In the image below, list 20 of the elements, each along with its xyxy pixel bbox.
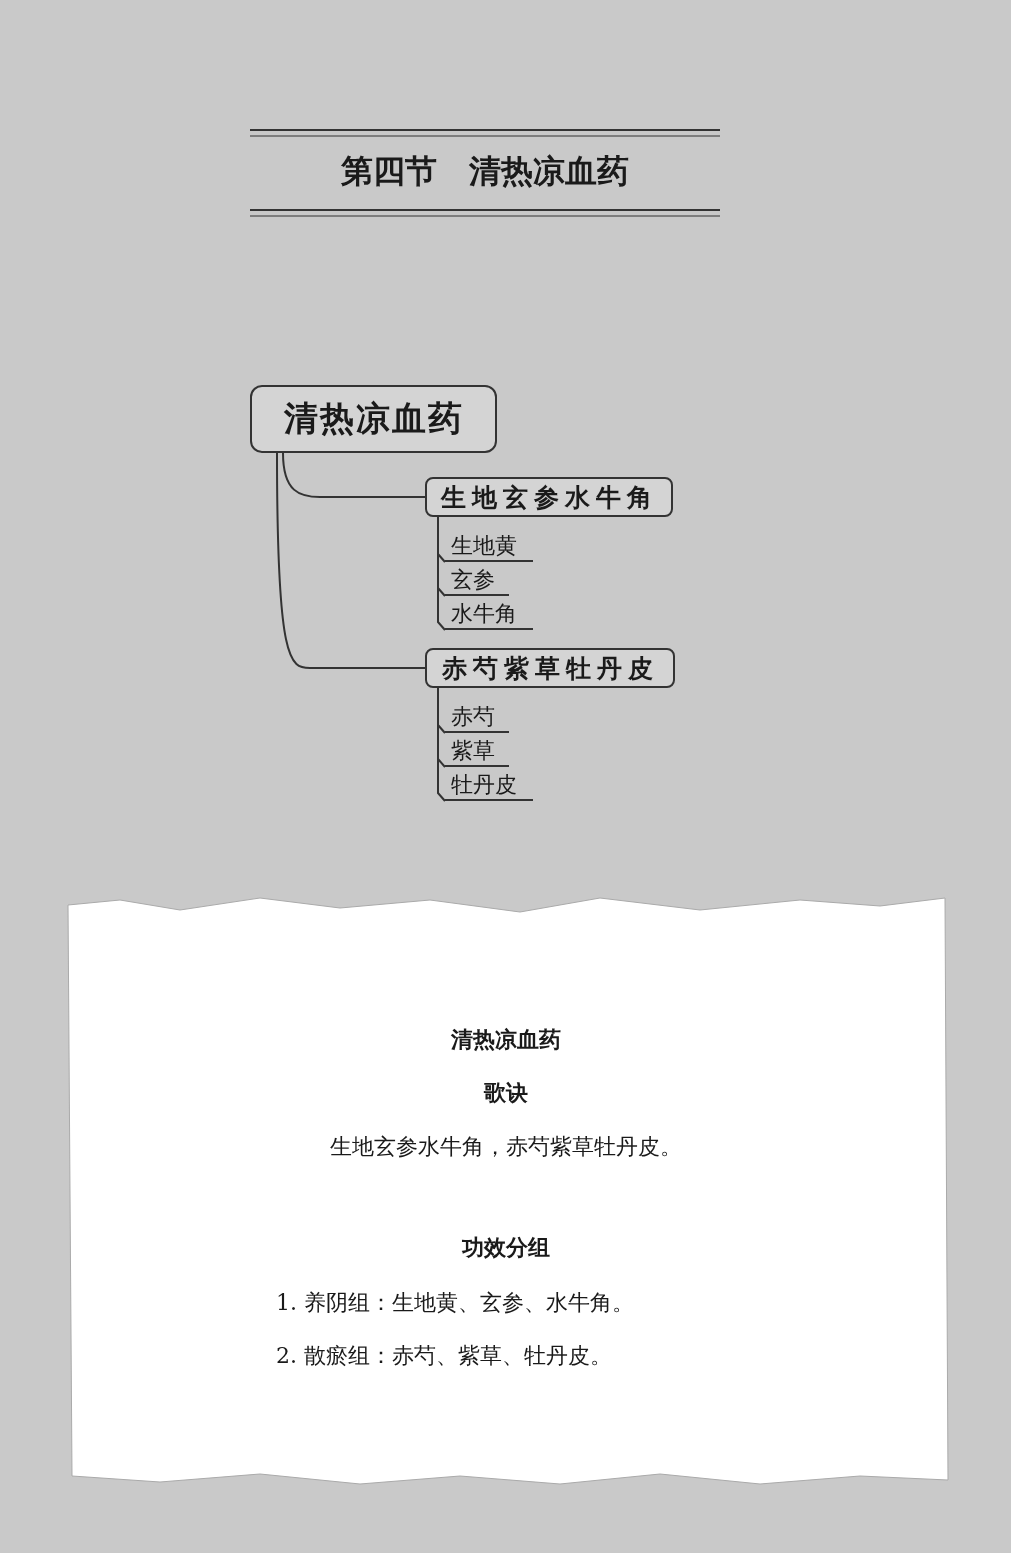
branch-line	[282, 452, 426, 498]
branch-box: 赤芍紫草牡丹皮	[425, 648, 675, 688]
branch-line	[276, 452, 426, 669]
underlined-item: 水牛角	[445, 600, 533, 630]
heading: 清热凉血药	[450, 1025, 561, 1054]
underlined-item: 玄参	[445, 566, 509, 596]
branch-line	[437, 687, 446, 802]
underlined-item: 牡丹皮	[445, 771, 533, 801]
topic-box: 清热凉血药	[250, 385, 497, 453]
underlined-item: 赤芍	[445, 703, 509, 733]
verse-line: 生地玄参水牛角，赤芍紫草牡丹皮。	[329, 1133, 682, 1161]
underlined-item: 紫草	[445, 737, 509, 767]
list-item: 1. 养阴组：生地黄、玄参、水牛角。	[276, 1289, 634, 1317]
underlined-item: 生地黄	[445, 532, 533, 562]
list-item: 2. 散瘀组：赤芍、紫草、牡丹皮。	[276, 1342, 612, 1370]
heading: 功效分组	[461, 1233, 550, 1262]
heading: 歌诀	[483, 1078, 528, 1107]
section-title: 第四节 清热凉血药	[340, 151, 630, 192]
branch-line	[437, 516, 446, 631]
branch-box: 生地玄参水牛角	[425, 477, 673, 517]
